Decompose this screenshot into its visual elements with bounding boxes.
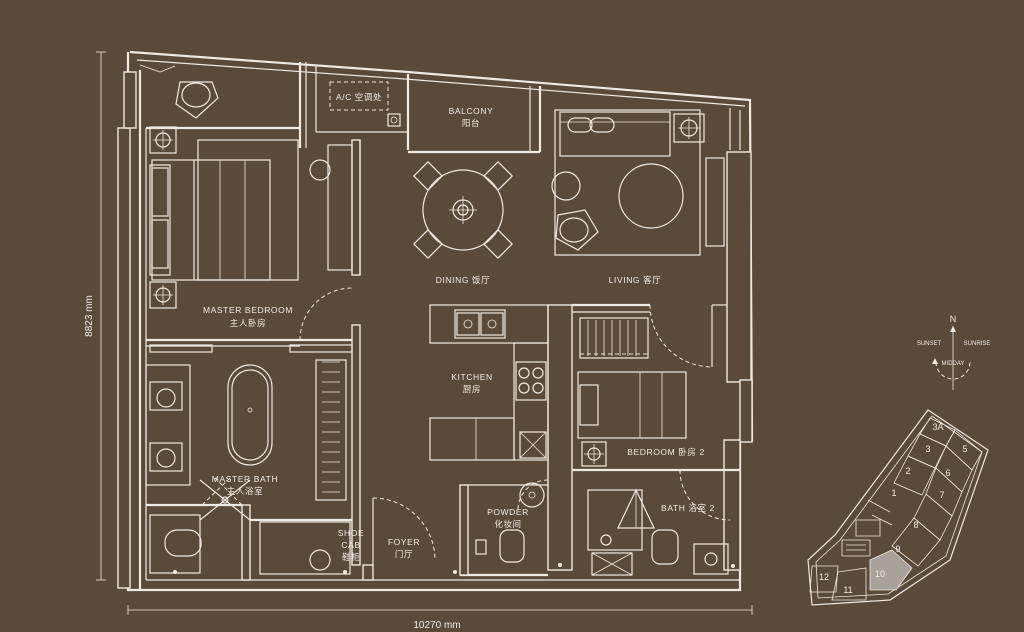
master-bedroom-label-en: MASTER BEDROOM — [203, 305, 293, 315]
exterior-walls — [117, 50, 754, 592]
master-bedroom-furniture — [139, 64, 353, 309]
key-plan-unit-6: 6 — [945, 468, 950, 478]
powder-furniture — [475, 482, 545, 563]
powder-label-en: POWDER — [487, 507, 529, 517]
height-dimension: 8823 mm — [84, 51, 106, 581]
master-bedroom-label-cn: 主人卧房 — [230, 318, 266, 328]
compass-sunrise-label: SUNRISE — [964, 341, 991, 347]
key-plan — [807, 409, 989, 606]
key-plan-unit-labels: 3A 3 5 2 6 1 7 8 9 10 11 12 — [819, 422, 968, 595]
kitchen-furniture — [429, 304, 549, 461]
kitchen-label-cn: 厨房 — [463, 384, 481, 394]
key-plan-unit-3: 3 — [925, 444, 930, 454]
master-bath-label-en: MASTER BATH — [212, 474, 278, 484]
master-bath-furniture — [145, 344, 353, 575]
width-dimension-label: 10270 mm — [413, 620, 460, 631]
compass-sunset-label: SUNSET — [917, 341, 942, 347]
key-plan-unit-3a: 3A — [932, 422, 943, 432]
height-dimension-label: 8823 mm — [84, 295, 95, 337]
bath2-furniture — [587, 488, 729, 576]
key-plan-unit-7: 7 — [939, 490, 944, 500]
key-plan-highlight — [869, 549, 913, 591]
door-swings — [201, 287, 731, 565]
bedroom2-furniture — [577, 317, 687, 467]
shoe-cab-label-2: CAB — [341, 540, 360, 550]
compass-north-label: N — [950, 314, 957, 324]
balcony-label-en: BALCONY — [449, 106, 494, 116]
key-plan-unit-11: 11 — [843, 585, 852, 595]
key-plan-unit-12: 12 — [819, 572, 829, 582]
bath2-label: BATH 浴室 2 — [661, 503, 715, 513]
width-dimension: 10270 mm — [127, 605, 753, 631]
key-plan-unit-1: 1 — [891, 488, 896, 498]
foyer-label-en: FOYER — [388, 537, 420, 547]
dining-furniture — [413, 161, 513, 259]
living-furniture — [551, 109, 725, 256]
dining-label: DINING 饭厅 — [436, 275, 491, 285]
north-arrow-icon — [950, 326, 956, 332]
compass: N SUNSET SUNRISE MIDDAY — [917, 314, 991, 390]
ac-label: A/C 空调处 — [336, 92, 382, 102]
key-plan-unit-2: 2 — [905, 466, 910, 476]
key-plan-unit-9: 9 — [895, 544, 900, 554]
foyer-label-cn: 门厅 — [395, 549, 413, 559]
kitchen-label-en: KITCHEN — [451, 372, 493, 382]
key-plan-unit-8: 8 — [913, 520, 918, 530]
sunset-arrow-icon — [932, 358, 938, 364]
compass-midday-label: MIDDAY — [942, 361, 965, 367]
master-bath-label-cn: 主人浴室 — [227, 486, 263, 496]
key-plan-unit-5: 5 — [962, 444, 967, 454]
powder-label-cn: 化妆间 — [494, 519, 521, 529]
shoe-cab-label-1: SHOE — [338, 528, 365, 538]
foyer — [173, 563, 735, 574]
key-plan-unit-10: 10 — [875, 569, 885, 579]
room-labels: A/C 空调处 BALCONY 阳台 DINING 饭厅 LIVING 客厅 M… — [203, 92, 715, 562]
living-label: LIVING 客厅 — [609, 275, 662, 285]
ac-area — [329, 81, 401, 127]
shoe-cab-label-3: 鞋柜 — [342, 552, 360, 562]
balcony-label-cn: 阳台 — [462, 118, 480, 128]
bedroom2-label: BEDROOM 卧房 2 — [627, 447, 705, 457]
